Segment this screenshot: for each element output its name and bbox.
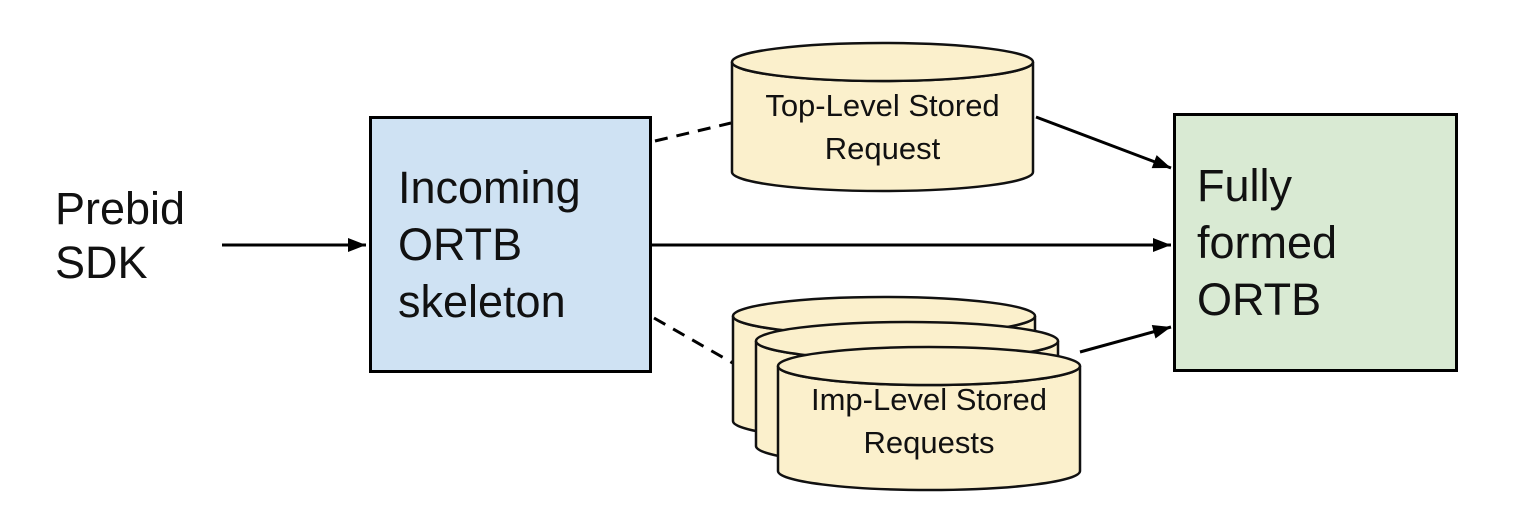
top-level-stored-request-cylinder	[730, 41, 1035, 193]
cylinder-front	[776, 345, 1082, 492]
prebid-sdk-label: Prebid SDK	[55, 183, 186, 288]
top-level-stored-request-label: Top-Level Stored Request	[765, 88, 1000, 166]
link-incoming-to-top-stored-request	[654, 121, 732, 143]
cylinder-top	[776, 345, 1082, 387]
link-incoming-to-imp-stored-requests	[653, 316, 739, 368]
imp-level-stored-requests-label: Imp-Level Stored Requests	[810, 382, 1048, 460]
arrow-imp-stored-requests-to-fully-formed	[1079, 325, 1172, 354]
imp-level-stored-requests-cylinder-stack	[731, 295, 1082, 492]
cylinder-top	[730, 41, 1035, 83]
incoming-ortb-skeleton-box: Incoming ORTB skeleton	[369, 116, 652, 373]
fully-formed-ortb-label: Fully formed ORTB	[1197, 160, 1338, 325]
fully-formed-ortb-box: Fully formed ORTB	[1173, 113, 1458, 372]
incoming-ortb-skeleton-label: Incoming ORTB skeleton	[398, 162, 581, 327]
arrow-top-stored-request-to-fully-formed	[1035, 115, 1172, 170]
